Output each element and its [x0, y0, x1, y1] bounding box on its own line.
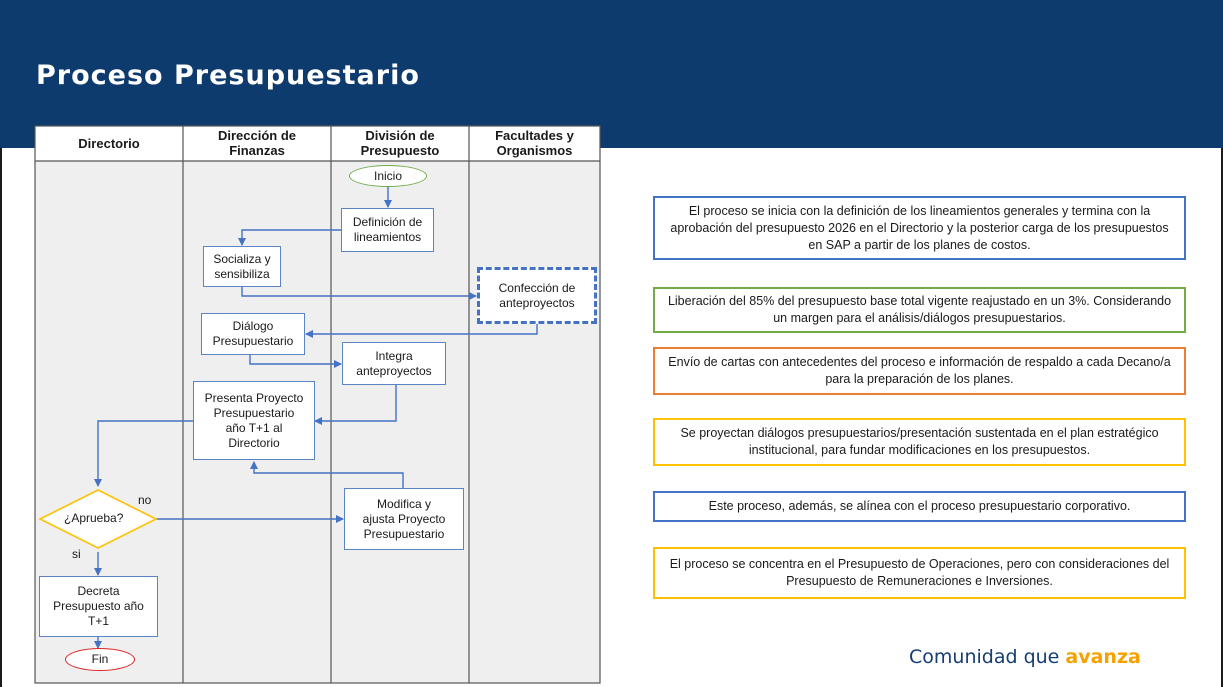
swimlane-frame: [34, 125, 601, 684]
edge-socializa-confeccion: [241, 287, 477, 300]
decision-diamond: [38, 489, 158, 549]
lane-header-finanzas: Dirección de Finanzas: [217, 128, 297, 158]
step-confeccion-anteproyectos: Confección de anteproyectos: [477, 267, 597, 324]
slide-frame-right: [1221, 148, 1223, 687]
edge-label-no: no: [138, 493, 152, 507]
step-socializa-sensibiliza: Socializa y sensibiliza: [203, 246, 281, 287]
lane-header-background: [35, 126, 600, 161]
brand-wordmark: Comunidad que avanza: [909, 646, 1141, 668]
edge-modifica-presenta: [250, 461, 404, 488]
step-decreta-presupuesto: Decreta Presupuesto año T+1: [39, 576, 158, 637]
lane-header-presupuesto: División de Presupuesto: [360, 128, 440, 158]
brand-accent: avanza: [1065, 646, 1141, 668]
slide-frame-left: [0, 148, 2, 687]
note-concentracion: El proceso se concentra en el Presupuest…: [653, 547, 1186, 599]
brand-text: Comunidad que: [909, 646, 1066, 668]
step-modifica-ajusta: Modifica y ajusta Proyecto Presupuestari…: [344, 488, 464, 550]
lane-header-facultades: Facultades y Organismos: [495, 128, 574, 158]
note-alineacion: Este proceso, además, se alínea con el p…: [653, 491, 1186, 522]
title-banner: [0, 0, 1223, 148]
decision-aprueba-label: ¿Aprueba?: [64, 511, 124, 525]
step-presenta-proyecto: Presenta Proyecto Presupuestario año T+1…: [193, 381, 315, 460]
start-terminal: Inicio: [349, 165, 427, 187]
lane-header-directorio: Directorio: [78, 136, 140, 151]
edge-presenta-aprueba: [94, 420, 193, 487]
note-liberacion: Liberación del 85% del presupuesto base …: [653, 287, 1186, 333]
edge-integra-presenta: [314, 385, 397, 425]
end-terminal: Fin: [65, 648, 135, 671]
step-definicion-lineamientos: Definición de lineamientos: [341, 208, 434, 252]
note-dialogos: Se proyectan diálogos presupuestarios/pr…: [653, 418, 1186, 466]
note-envio-cartas: Envío de cartas con antecedentes del pro…: [653, 347, 1186, 395]
step-integra-anteproyectos: Integra anteproyectos: [342, 342, 446, 385]
slide-title: Proceso Presupuestario: [36, 60, 420, 91]
edge-dialogo-integra: [249, 355, 342, 368]
note-inicio-termino: El proceso se inicia con la definición d…: [653, 196, 1186, 260]
edge-confeccion-dialogo: [305, 324, 538, 338]
edge-label-si: si: [72, 547, 81, 561]
edge-definicion-socializa: [238, 229, 341, 246]
step-dialogo-presupuestario: Diálogo Presupuestario: [201, 313, 305, 355]
